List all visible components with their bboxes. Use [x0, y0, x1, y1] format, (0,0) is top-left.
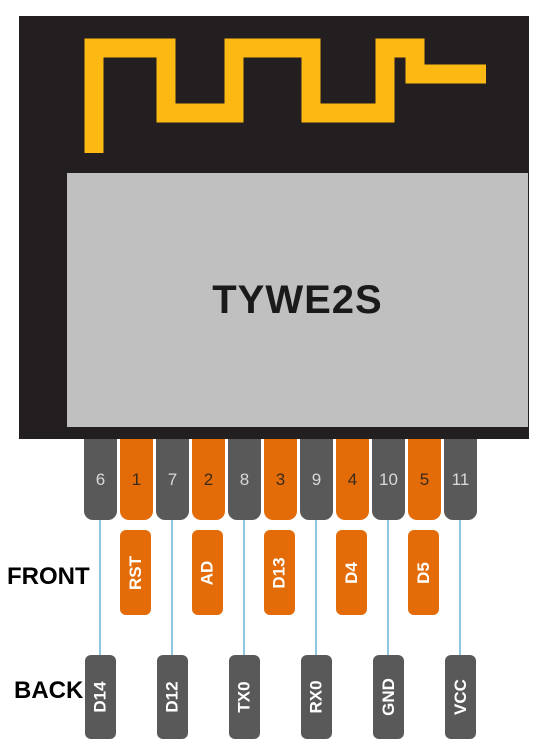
pin-8: 8: [228, 439, 261, 520]
pin-4: 4: [336, 439, 369, 520]
pin-2: 2: [192, 439, 225, 520]
front-tag-label: D5: [413, 561, 433, 584]
pin-6: 6: [84, 439, 117, 520]
front-tag-ad: AD: [192, 530, 223, 615]
back-tag-label: GND: [378, 678, 398, 716]
back-tag-label: D14: [90, 681, 110, 713]
pin-1: 1: [120, 439, 153, 520]
pin-11: 11: [444, 439, 477, 520]
trace-line: [315, 520, 317, 658]
trace-line: [99, 520, 101, 658]
back-tag-label: RX0: [306, 680, 326, 714]
antenna-trace: [84, 38, 486, 153]
chip-label: TYWE2S: [212, 277, 383, 322]
front-tag-d5: D5: [408, 530, 439, 615]
back-label: BACK: [14, 677, 84, 704]
back-tag-gnd: GND: [373, 655, 404, 739]
front-tag-rst: RST: [120, 530, 151, 615]
module-board: TYWE2S: [19, 16, 529, 439]
rf-shield: TYWE2S: [67, 173, 528, 427]
front-tag-label: AD: [197, 560, 217, 585]
back-tag-rx0: RX0: [301, 655, 332, 739]
back-tag-tx0: TX0: [229, 655, 260, 739]
trace-line: [387, 520, 389, 658]
back-tag-vcc: VCC: [445, 655, 476, 739]
pin-10: 10: [372, 439, 405, 520]
front-tag-d4: D4: [336, 530, 367, 615]
front-tag-label: D4: [341, 561, 361, 584]
back-tag-label: TX0: [234, 681, 254, 713]
back-tag-d14: D14: [85, 655, 116, 739]
front-tag-d13: D13: [264, 530, 295, 615]
front-label: FRONT: [7, 563, 90, 590]
back-tag-label: D12: [162, 681, 182, 713]
front-tag-label: D13: [269, 556, 289, 589]
pin-7: 7: [156, 439, 189, 520]
back-tag-d12: D12: [157, 655, 188, 739]
trace-line: [459, 520, 461, 658]
pin-9: 9: [300, 439, 333, 520]
pin-5: 5: [408, 439, 441, 520]
trace-line: [171, 520, 173, 658]
front-tag-label: RST: [125, 555, 145, 590]
pin-3: 3: [264, 439, 297, 520]
trace-line: [243, 520, 245, 658]
back-tag-label: VCC: [450, 679, 470, 715]
